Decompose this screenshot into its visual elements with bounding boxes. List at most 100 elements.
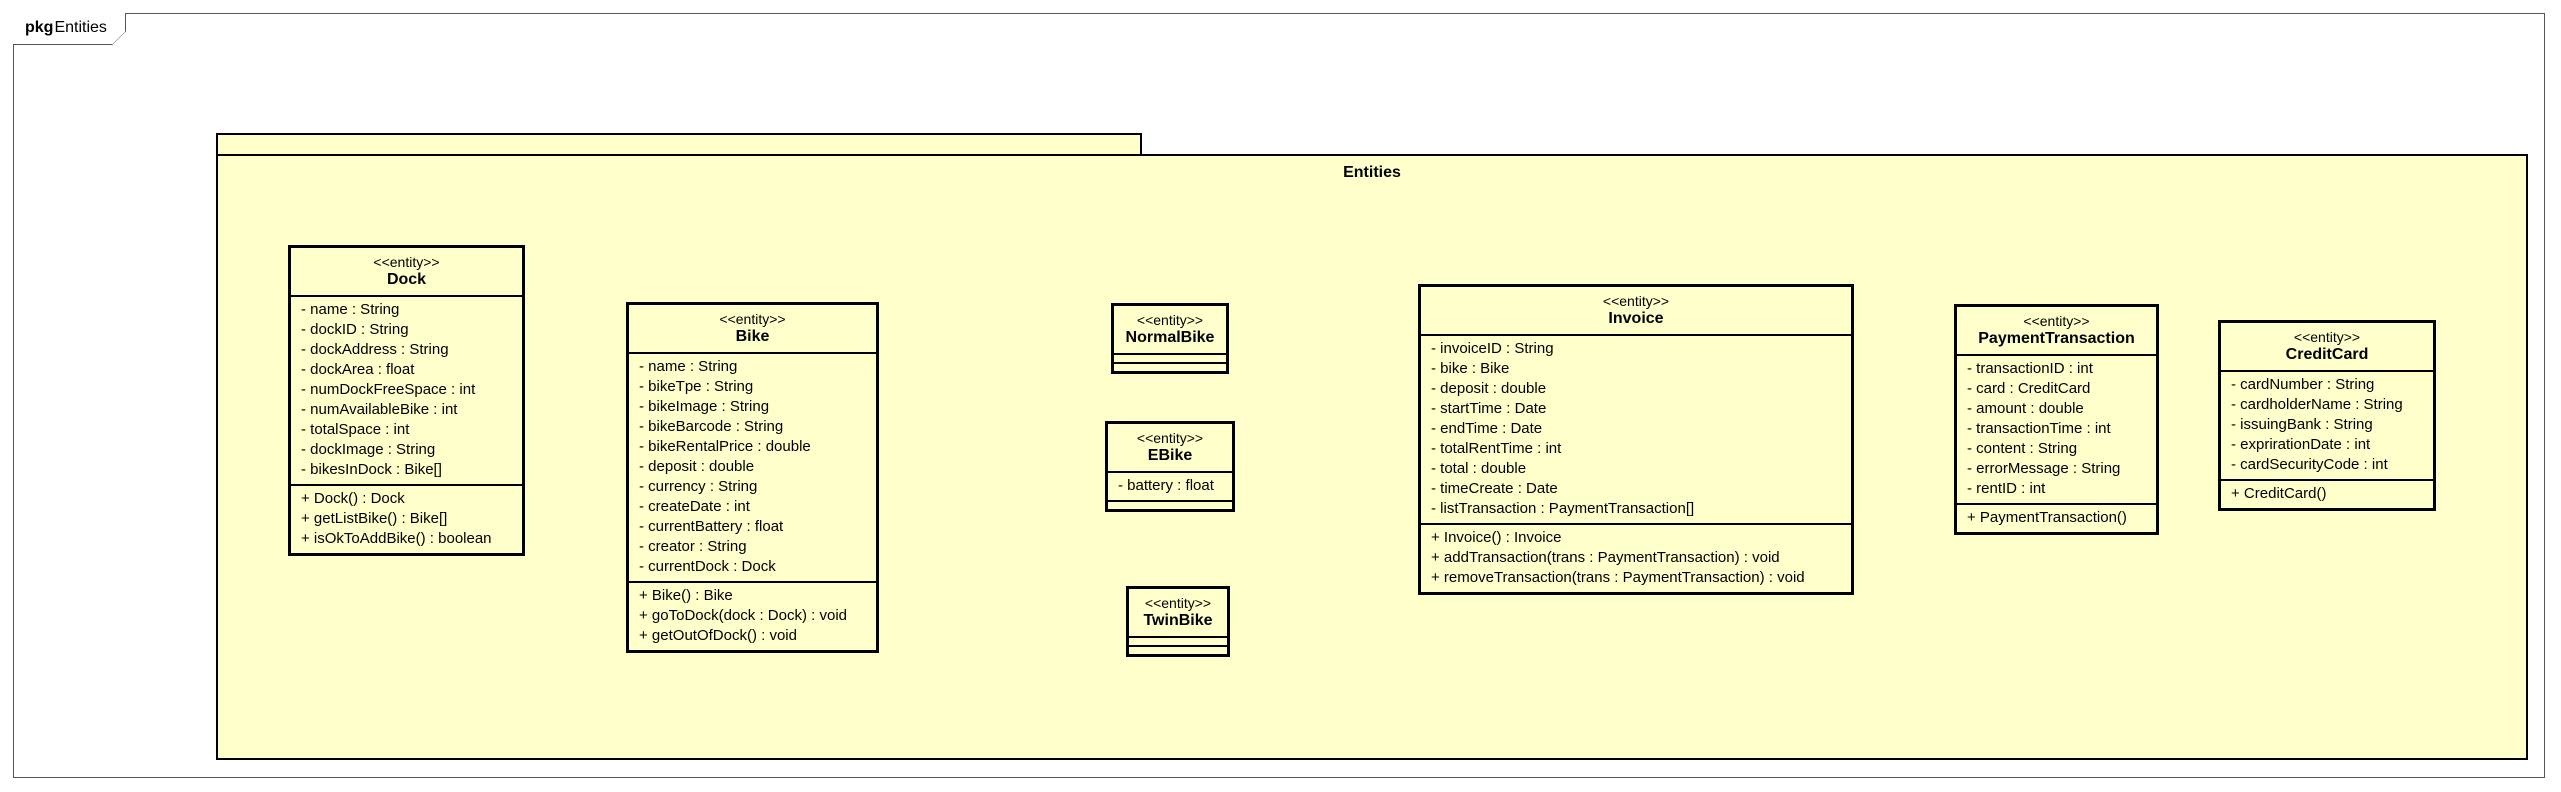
class-attribute: - battery : float bbox=[1118, 477, 1214, 494]
class-attribute: - startTime : Date bbox=[1431, 400, 1547, 417]
class-attribute: - card : CreditCard bbox=[1967, 380, 2091, 397]
class-paymenttransaction[interactable]: <<entity>> PaymentTransaction - transact… bbox=[1954, 304, 2159, 535]
class-operations: + PaymentTransaction() bbox=[1957, 505, 2156, 532]
class-name: NormalBike bbox=[1125, 329, 1215, 346]
class-attribute: - bike : Bike bbox=[1431, 360, 1510, 377]
class-attributes bbox=[1114, 355, 1226, 364]
class-attribute: - bikeImage : String bbox=[639, 398, 770, 415]
class-attribute: - totalSpace : int bbox=[301, 421, 410, 438]
class-operation: + Invoice() : Invoice bbox=[1431, 529, 1562, 546]
class-stereotype: <<entity>> bbox=[1136, 312, 1204, 328]
class-attribute: - numAvailableBike : int bbox=[301, 401, 458, 418]
class-attribute: - cardNumber : String bbox=[2231, 376, 2375, 393]
class-invoice[interactable]: <<entity>> Invoice - invoiceID : String-… bbox=[1418, 284, 1854, 595]
class-operation: + getOutOfDock() : void bbox=[639, 627, 797, 644]
frame-name: Entities bbox=[54, 19, 107, 36]
class-attribute: - transactionID : int bbox=[1967, 360, 2093, 377]
class-attribute: - bikesInDock : Bike[] bbox=[301, 461, 442, 478]
class-operation: + isOkToAddBike() : boolean bbox=[301, 530, 492, 547]
class-attribute: - transactionTime : int bbox=[1967, 420, 2111, 437]
class-attribute: - endTime : Date bbox=[1431, 420, 1543, 437]
class-stereotype: <<entity>> bbox=[2023, 313, 2090, 329]
class-operation: + PaymentTransaction() bbox=[1967, 509, 2127, 526]
class-operation: + addTransaction(trans : PaymentTransact… bbox=[1431, 549, 1780, 566]
class-attribute: - createDate : int bbox=[639, 498, 750, 515]
class-attribute: - cardholderName : String bbox=[2231, 396, 2403, 413]
package-tab[interactable] bbox=[216, 133, 1142, 155]
class-attribute: - name : String bbox=[639, 358, 738, 375]
class-creditcard[interactable]: <<entity>> CreditCard - cardNumber : Str… bbox=[2218, 320, 2436, 511]
class-operations: + Dock() : Dock+ getListBike() : Bike[]+… bbox=[291, 486, 522, 553]
class-attribute: - errorMessage : String bbox=[1967, 460, 2121, 477]
class-stereotype: <<entity>> bbox=[1136, 430, 1204, 446]
class-stereotype: <<entity>> bbox=[719, 311, 786, 327]
class-header: <<entity>> Bike bbox=[629, 305, 876, 354]
class-stereotype: <<entity>> bbox=[1144, 595, 1212, 611]
class-attribute: - issuingBank : String bbox=[2231, 416, 2373, 433]
class-attributes: - cardNumber : String - cardholderName : … bbox=[2221, 372, 2433, 481]
class-operation: + Bike() : Bike bbox=[639, 587, 733, 604]
class-attribute: - bikeRentalPrice : double bbox=[639, 438, 811, 455]
class-attribute: - dockID : String bbox=[301, 321, 409, 338]
class-stereotype: <<entity>> bbox=[373, 254, 440, 270]
class-attribute: - deposit : double bbox=[639, 458, 755, 475]
frame-label: pkgEntities bbox=[13, 13, 126, 45]
class-attribute: - bikeTpe : String bbox=[639, 378, 754, 395]
class-ebike[interactable]: <<entity>> EBike - battery : float bbox=[1105, 421, 1235, 512]
class-operations: + Bike() : Bike + goToDock(dock : Dock) :… bbox=[629, 583, 876, 650]
class-attribute: - timeCreate : Date bbox=[1431, 480, 1558, 497]
class-attribute: - deposit : double bbox=[1431, 380, 1547, 397]
class-twinbike[interactable]: <<entity>> TwinBike bbox=[1126, 586, 1230, 657]
class-name: Invoice bbox=[1608, 310, 1664, 327]
class-dock[interactable]: <<entity>> Dock - name : String- dockID … bbox=[288, 245, 525, 556]
class-attribute: - numDockFreeSpace : int bbox=[301, 381, 476, 398]
class-attribute: - creator : String bbox=[639, 538, 747, 555]
class-attribute: - content : String bbox=[1967, 440, 2078, 457]
class-header: <<entity>> Invoice bbox=[1421, 287, 1851, 336]
class-header: <<entity>> PaymentTransaction bbox=[1957, 307, 2156, 356]
class-attribute: - currency : String bbox=[639, 478, 758, 495]
class-attribute: - listTransaction : PaymentTransaction[] bbox=[1431, 500, 1695, 517]
class-bike[interactable]: <<entity>> Bike - name : String - bikeTpe… bbox=[626, 302, 879, 653]
class-operation: + goToDock(dock : Dock) : void bbox=[639, 607, 848, 624]
class-attributes: - name : String - bikeTpe : String - bikeI… bbox=[629, 354, 876, 583]
class-attributes: - invoiceID : String - bike : Bike - depos… bbox=[1421, 336, 1851, 525]
class-attribute: - amount : double bbox=[1967, 400, 2084, 417]
class-attribute: - currentDock : Dock bbox=[639, 558, 776, 575]
package-title: Entities bbox=[1343, 164, 1401, 181]
class-operations bbox=[1108, 502, 1232, 509]
class-name: Bike bbox=[735, 328, 770, 345]
class-attribute: - cardSecurityCode : int bbox=[2231, 456, 2388, 473]
class-operations bbox=[1129, 647, 1227, 654]
class-attribute: - exprirationDate : int bbox=[2231, 436, 2371, 453]
class-header: <<entity>> NormalBike bbox=[1114, 306, 1226, 355]
class-attributes: - name : String - dockID : String - dockAd… bbox=[291, 297, 522, 486]
class-attributes: - transactionID : int - card : CreditCard… bbox=[1957, 356, 2156, 505]
class-header: <<entity>> EBike bbox=[1108, 424, 1232, 473]
class-stereotype: <<entity>> bbox=[1602, 293, 1670, 309]
class-attribute: - dockAddress : String bbox=[301, 341, 449, 358]
diagram-frame bbox=[13, 13, 2545, 778]
class-operations: + CreditCard() bbox=[2221, 481, 2433, 508]
class-operations bbox=[1114, 364, 1226, 371]
class-operations: + Invoice() : Invoice + addTransaction(tr… bbox=[1421, 525, 1851, 592]
class-normalbike[interactable]: <<entity>> NormalBike bbox=[1111, 303, 1229, 374]
class-name: CreditCard bbox=[2285, 346, 2369, 363]
class-attribute: - dockArea : float bbox=[301, 361, 415, 378]
class-attribute: - bikeBarcode : String bbox=[639, 418, 784, 435]
package-entities[interactable]: Entities bbox=[216, 154, 2528, 760]
class-operation: + getListBike() : Bike[] bbox=[301, 510, 448, 527]
class-attribute: - totalRentTime : int bbox=[1431, 440, 1562, 457]
class-operation: + removeTransaction(trans : PaymentTrans… bbox=[1431, 569, 1805, 586]
class-name: PaymentTransaction bbox=[1978, 330, 2135, 347]
class-attributes bbox=[1129, 638, 1227, 647]
class-name: EBike bbox=[1147, 447, 1193, 464]
class-operation: + CreditCard() bbox=[2231, 485, 2327, 502]
class-attribute: - invoiceID : String bbox=[1431, 340, 1554, 357]
class-header: <<entity>> TwinBike bbox=[1129, 589, 1227, 638]
class-stereotype: <<entity>> bbox=[2293, 329, 2361, 345]
class-attribute: - dockImage : String bbox=[301, 441, 436, 458]
class-attribute: - name : String bbox=[301, 301, 400, 318]
class-name: TwinBike bbox=[1143, 612, 1213, 629]
class-attribute: - currentBattery : float bbox=[639, 518, 784, 535]
